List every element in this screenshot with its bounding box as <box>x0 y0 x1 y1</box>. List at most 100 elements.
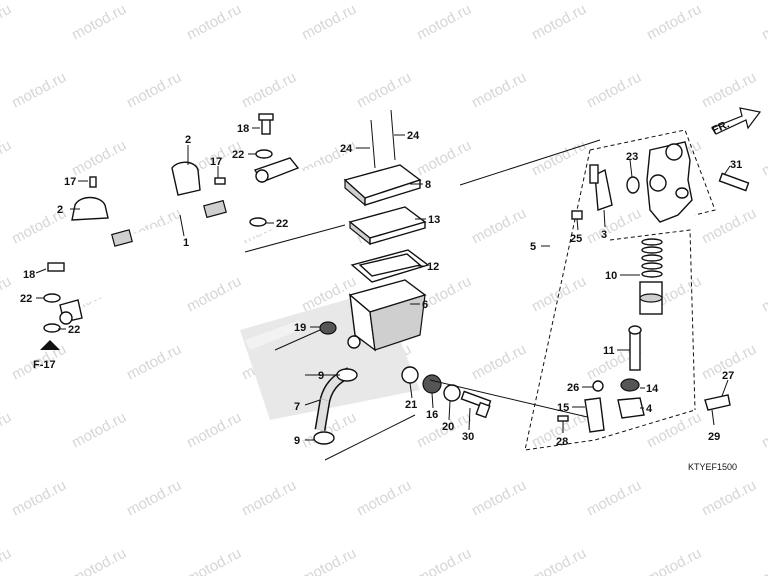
watermark-text: motod.ru <box>354 69 414 112</box>
watermark-text: motod.ru <box>9 69 69 112</box>
callout-23: 23 <box>626 151 638 163</box>
watermark-text: motod.ru <box>699 205 759 248</box>
callout-20: 20 <box>442 421 454 433</box>
watermark-text: motod.ru <box>0 545 14 576</box>
watermark-text: motod.ru <box>759 273 768 316</box>
callout-17-left: 17 <box>64 176 76 188</box>
watermark-text: motod.ru <box>584 205 644 248</box>
guide-lines <box>244 139 601 461</box>
callout-22-b: 22 <box>276 218 288 230</box>
watermark-text: motod.ru <box>0 1 14 44</box>
callout-16: 16 <box>426 409 438 421</box>
watermark-text: motod.ru <box>529 137 589 180</box>
leader-lines <box>35 127 731 441</box>
callout-9-lower: 9 <box>294 435 300 447</box>
callout-22-a: 22 <box>232 149 244 161</box>
watermark-text: motod.ru <box>584 69 644 112</box>
callout-29: 29 <box>708 431 720 443</box>
watermark-text: motod.ru <box>299 1 359 44</box>
callout-labels: 2 2 1 17 17 18 18 22 22 22 22 24 24 8 13… <box>20 123 742 448</box>
watermark-text: motod.ru <box>184 273 244 316</box>
watermark-text: motod.ru <box>529 545 589 576</box>
watermark-text: motod.ru <box>469 69 529 112</box>
watermark-text: motod.ru <box>644 409 704 452</box>
callout-26: 26 <box>567 382 579 394</box>
watermark-text: motod.ru <box>69 1 129 44</box>
brake-hose <box>43 113 351 333</box>
callout-18-lower: 18 <box>23 269 35 281</box>
watermark-text: motod.ru <box>584 477 644 520</box>
front-arrow: FR. <box>710 107 762 137</box>
watermark-text: motod.ru <box>184 409 244 452</box>
watermark-text: motod.ru <box>354 477 414 520</box>
watermark-text: motod.ru <box>759 545 768 576</box>
watermark-text: motod.ru <box>69 137 129 180</box>
callout-8: 8 <box>425 179 431 191</box>
callout-22-d: 22 <box>68 324 80 336</box>
figure-ref: F-17 <box>33 340 60 371</box>
watermark-text: motod.ru <box>699 477 759 520</box>
watermark-text: motod.ru <box>644 545 704 576</box>
callout-19: 19 <box>294 322 306 334</box>
callout-10: 10 <box>605 270 617 282</box>
callout-9-upper: 9 <box>318 370 324 382</box>
callout-27: 27 <box>722 370 734 382</box>
watermark-text: motod.ru <box>699 69 759 112</box>
callout-1: 1 <box>183 237 189 249</box>
watermark-text: motod.ru <box>124 341 184 384</box>
callout-5: 5 <box>530 241 536 253</box>
watermark-text: motod.ru <box>0 273 14 316</box>
callout-3: 3 <box>601 229 607 241</box>
figure-ref-label: F-17 <box>33 359 56 371</box>
watermark-text: motod.ru <box>414 545 474 576</box>
callout-22-c: 22 <box>20 293 32 305</box>
watermark-text: motod.ru <box>184 1 244 44</box>
callout-31: 31 <box>730 159 742 171</box>
watermark-text: motod.ru <box>469 341 529 384</box>
watermark-text: motod.ru <box>759 409 768 452</box>
callout-7: 7 <box>294 401 300 413</box>
watermark-text: motod.ru <box>0 137 14 180</box>
callout-17-right: 17 <box>210 156 222 168</box>
callout-11: 11 <box>603 345 615 357</box>
callout-4: 4 <box>646 403 653 415</box>
callout-24-right: 24 <box>407 130 420 142</box>
watermark-text: motod.ru <box>469 477 529 520</box>
callout-24-left: 24 <box>340 143 353 155</box>
watermark-text: motod.ru <box>124 477 184 520</box>
watermark-text: motod.ru <box>69 409 129 452</box>
callout-21: 21 <box>405 399 417 411</box>
watermark-text: motod.ru <box>759 1 768 44</box>
diagram-code: KTYEF1500 <box>688 462 737 472</box>
watermark-text: motod.ru <box>124 69 184 112</box>
watermark-text: motod.ru <box>0 409 14 452</box>
callout-18-upper: 18 <box>237 123 249 135</box>
watermark-text: motod.ru <box>69 545 129 576</box>
callout-6: 6 <box>422 299 428 311</box>
callout-12: 12 <box>427 261 439 273</box>
master-cylinder <box>524 129 750 451</box>
callout-28: 28 <box>556 436 568 448</box>
callout-30: 30 <box>462 431 474 443</box>
watermark-text: motod.ru <box>9 477 69 520</box>
watermark-text: motod.ru <box>529 1 589 44</box>
watermark-text: motod.ru <box>184 545 244 576</box>
watermark-text: motod.ru <box>239 69 299 112</box>
callout-14: 14 <box>646 383 659 395</box>
watermark-text: motod.ru <box>299 545 359 576</box>
callout-25: 25 <box>570 233 582 245</box>
callout-15: 15 <box>557 402 569 414</box>
watermark-text: motod.ru <box>299 409 359 452</box>
watermark-text: motod.ru <box>414 1 474 44</box>
reservoir-assembly <box>313 109 492 445</box>
watermark-text: motod.ru <box>469 205 529 248</box>
callout-2-upper: 2 <box>185 134 191 146</box>
watermark-text: motod.ru <box>239 477 299 520</box>
watermark-text: motod.ru <box>759 137 768 180</box>
watermark-text: motod.ru <box>644 1 704 44</box>
callout-13: 13 <box>428 214 440 226</box>
watermark-text: motod.ru <box>414 137 474 180</box>
callout-2-lower: 2 <box>57 204 63 216</box>
spring <box>641 238 663 278</box>
